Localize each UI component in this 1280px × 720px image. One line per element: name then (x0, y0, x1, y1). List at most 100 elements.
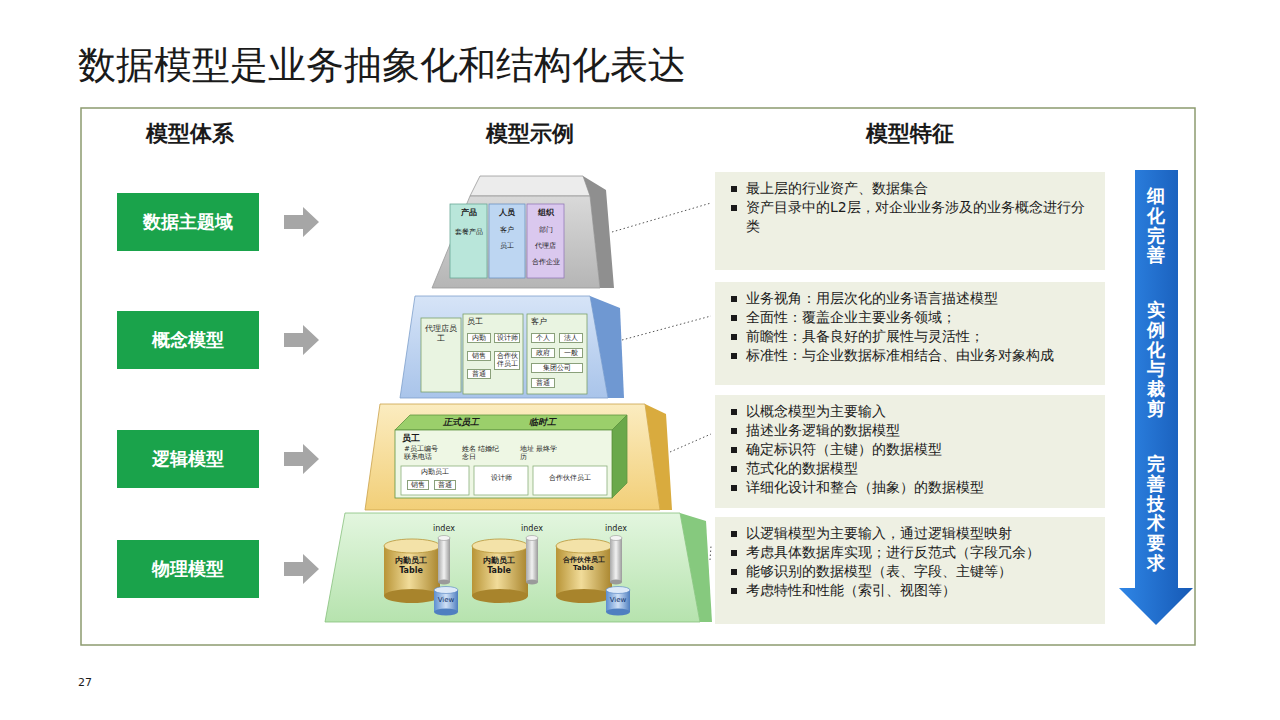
block-arrow (284, 207, 319, 584)
arrow-caption: 完善技术要求 (1147, 454, 1165, 573)
illustration-label: #员工编号 联系电话 (404, 445, 446, 462)
illustration-label: 代理店 (528, 242, 563, 250)
database-cylinder (384, 589, 440, 603)
illustration-label: View (434, 596, 458, 604)
pyramid-green-layer (325, 513, 712, 622)
block-arrow (284, 207, 319, 237)
bullet-row: 以逻辑模型为主要输入，通过逻辑模型映射 (725, 524, 1095, 543)
bullet-row: 业务视角：用层次化的业务语言描述模型 (725, 289, 1095, 308)
pyramid-blue-layer (590, 296, 624, 398)
bullet-square (731, 447, 737, 453)
illustration-label: 员工 (490, 242, 524, 250)
illustration-label: 临时工 (520, 417, 564, 428)
bullet-row: 资产目录中的L2层，对企业业务涉及的业务概念进行分类 (725, 198, 1095, 236)
bullet-row: 确定标识符（主键）的数据模型 (725, 440, 1095, 459)
bullet-square (731, 569, 737, 575)
pyramid-blue-layer (527, 314, 587, 394)
bullet-row: 标准性：与企业数据标准相结合、由业务对象构成 (725, 346, 1095, 365)
view-cylinder (434, 587, 458, 594)
illustration-label: 产品 (451, 208, 486, 218)
feature-text: 考虑具体数据库实现；进行反范式（字段冗余） (746, 543, 1040, 562)
illustration-label: 组织 (528, 208, 563, 218)
arrow-caption: 细化完善 (1147, 186, 1165, 265)
bullet-row: 描述业务逻辑的数据模型 (725, 421, 1095, 440)
view-cylinder (434, 609, 458, 616)
feature-text: 考虑特性和性能（索引、视图等） (746, 581, 956, 600)
pyramid-orange-layer (612, 415, 627, 498)
pyramid-top-layer (489, 204, 525, 278)
model-box: 物理模型 (117, 540, 259, 598)
bullet-row: 前瞻性：具备良好的扩展性与灵活性； (725, 327, 1095, 346)
feature-text: 确定标识符（主键）的数据模型 (746, 440, 942, 459)
illustration-label: 法人 (559, 333, 583, 343)
leader-line (622, 316, 711, 340)
pyramid-orange-layer (365, 404, 660, 510)
illustration-label: 部门 (528, 226, 563, 234)
pyramid-blue-layer (463, 314, 523, 394)
page-number: 27 (78, 676, 118, 689)
illustration-label: index (517, 524, 547, 534)
feature-text: 资产目录中的L2层，对企业业务涉及的业务概念进行分类 (746, 198, 1095, 236)
block-arrow (284, 325, 319, 355)
feature-box: 以逻辑模型为主要输入，通过逻辑模型映射考虑具体数据库实现；进行反范式（字段冗余）… (715, 517, 1105, 624)
model-name: 物理模型 (152, 557, 224, 581)
feature-text: 详细化设计和整合（抽象）的数据模型 (746, 478, 984, 497)
illustration-label: 内勤 (467, 333, 491, 343)
bullet-square (731, 466, 737, 472)
bullet-square (731, 334, 737, 340)
pyramid-orange-layer (645, 404, 672, 510)
illustration-label: 客户 (490, 226, 524, 234)
bullet-square (731, 353, 737, 359)
index-cylinder (526, 580, 538, 585)
illustration-label: index (429, 524, 459, 534)
illustration-label: 普通 (467, 369, 491, 379)
bullet-square (731, 205, 737, 211)
feature-box: 业务视角：用层次化的业务语言描述模型全面性：覆盖企业主要业务领域；前瞻性：具备良… (715, 282, 1105, 385)
model-box: 逻辑模型 (117, 430, 259, 488)
pyramid-top-layer (450, 204, 487, 278)
illustration-label: 个人 (531, 333, 555, 343)
index-cylinder (526, 538, 538, 582)
pyramid-orange-layer (365, 404, 672, 510)
index-cylinder (438, 536, 450, 541)
feature-text: 描述业务逻辑的数据模型 (746, 421, 900, 440)
pyramid-blue-layer (421, 318, 461, 392)
feature-box: 以概念模型为主要输入描述业务逻辑的数据模型确定标识符（主键）的数据模型范式化的数… (715, 395, 1105, 508)
feature-text: 业务视角：用层次化的业务语言描述模型 (746, 289, 998, 308)
bullet-square (731, 485, 737, 491)
pyramid-top-layer (432, 176, 614, 288)
bullet-square (731, 186, 737, 192)
database-cylinder (384, 539, 440, 553)
feature-text: 以概念模型为主要输入 (746, 402, 886, 421)
illustration-label: index (601, 524, 631, 534)
illustration-label: 销售 (407, 480, 429, 490)
illustration-label: 套餐产品 (451, 228, 486, 236)
pyramid-blue-layer (400, 296, 624, 398)
pyramid-green-layer (680, 513, 712, 622)
block-arrow (284, 444, 319, 474)
model-box: 概念模型 (117, 311, 259, 369)
column-header: 模型示例 (440, 121, 620, 147)
illustration-label: 内勤员工 Table (476, 556, 522, 575)
model-name: 数据主题域 (143, 210, 233, 234)
feature-text: 标准性：与企业数据标准相结合、由业务对象构成 (746, 346, 1054, 365)
bullet-square (731, 315, 737, 321)
illustration-label: 正式员工 (436, 417, 486, 428)
illustration-label: 政府 (531, 348, 555, 358)
view-cylinder (606, 609, 630, 616)
illustration-label: 设计师 (476, 474, 526, 482)
illustration-label: 客户 (531, 317, 561, 327)
illustration-label: 合作企业 (528, 258, 563, 266)
feature-text: 能够识别的数据模型（表、字段、主键等） (746, 562, 1012, 581)
illustration-label: 姓名 结婚纪念日 (462, 445, 504, 462)
bullet-row: 考虑具体数据库实现；进行反范式（字段冗余） (725, 543, 1095, 562)
leader-line (612, 203, 711, 232)
model-name: 逻辑模型 (152, 447, 224, 471)
illustration-label: 设计师 (494, 333, 520, 343)
database-cylinder (384, 539, 612, 603)
database-cylinder (472, 589, 528, 603)
illustration-label: 普通 (531, 378, 555, 388)
illustration-label: 一般 (559, 348, 583, 358)
pyramid-orange-layer (395, 430, 612, 498)
